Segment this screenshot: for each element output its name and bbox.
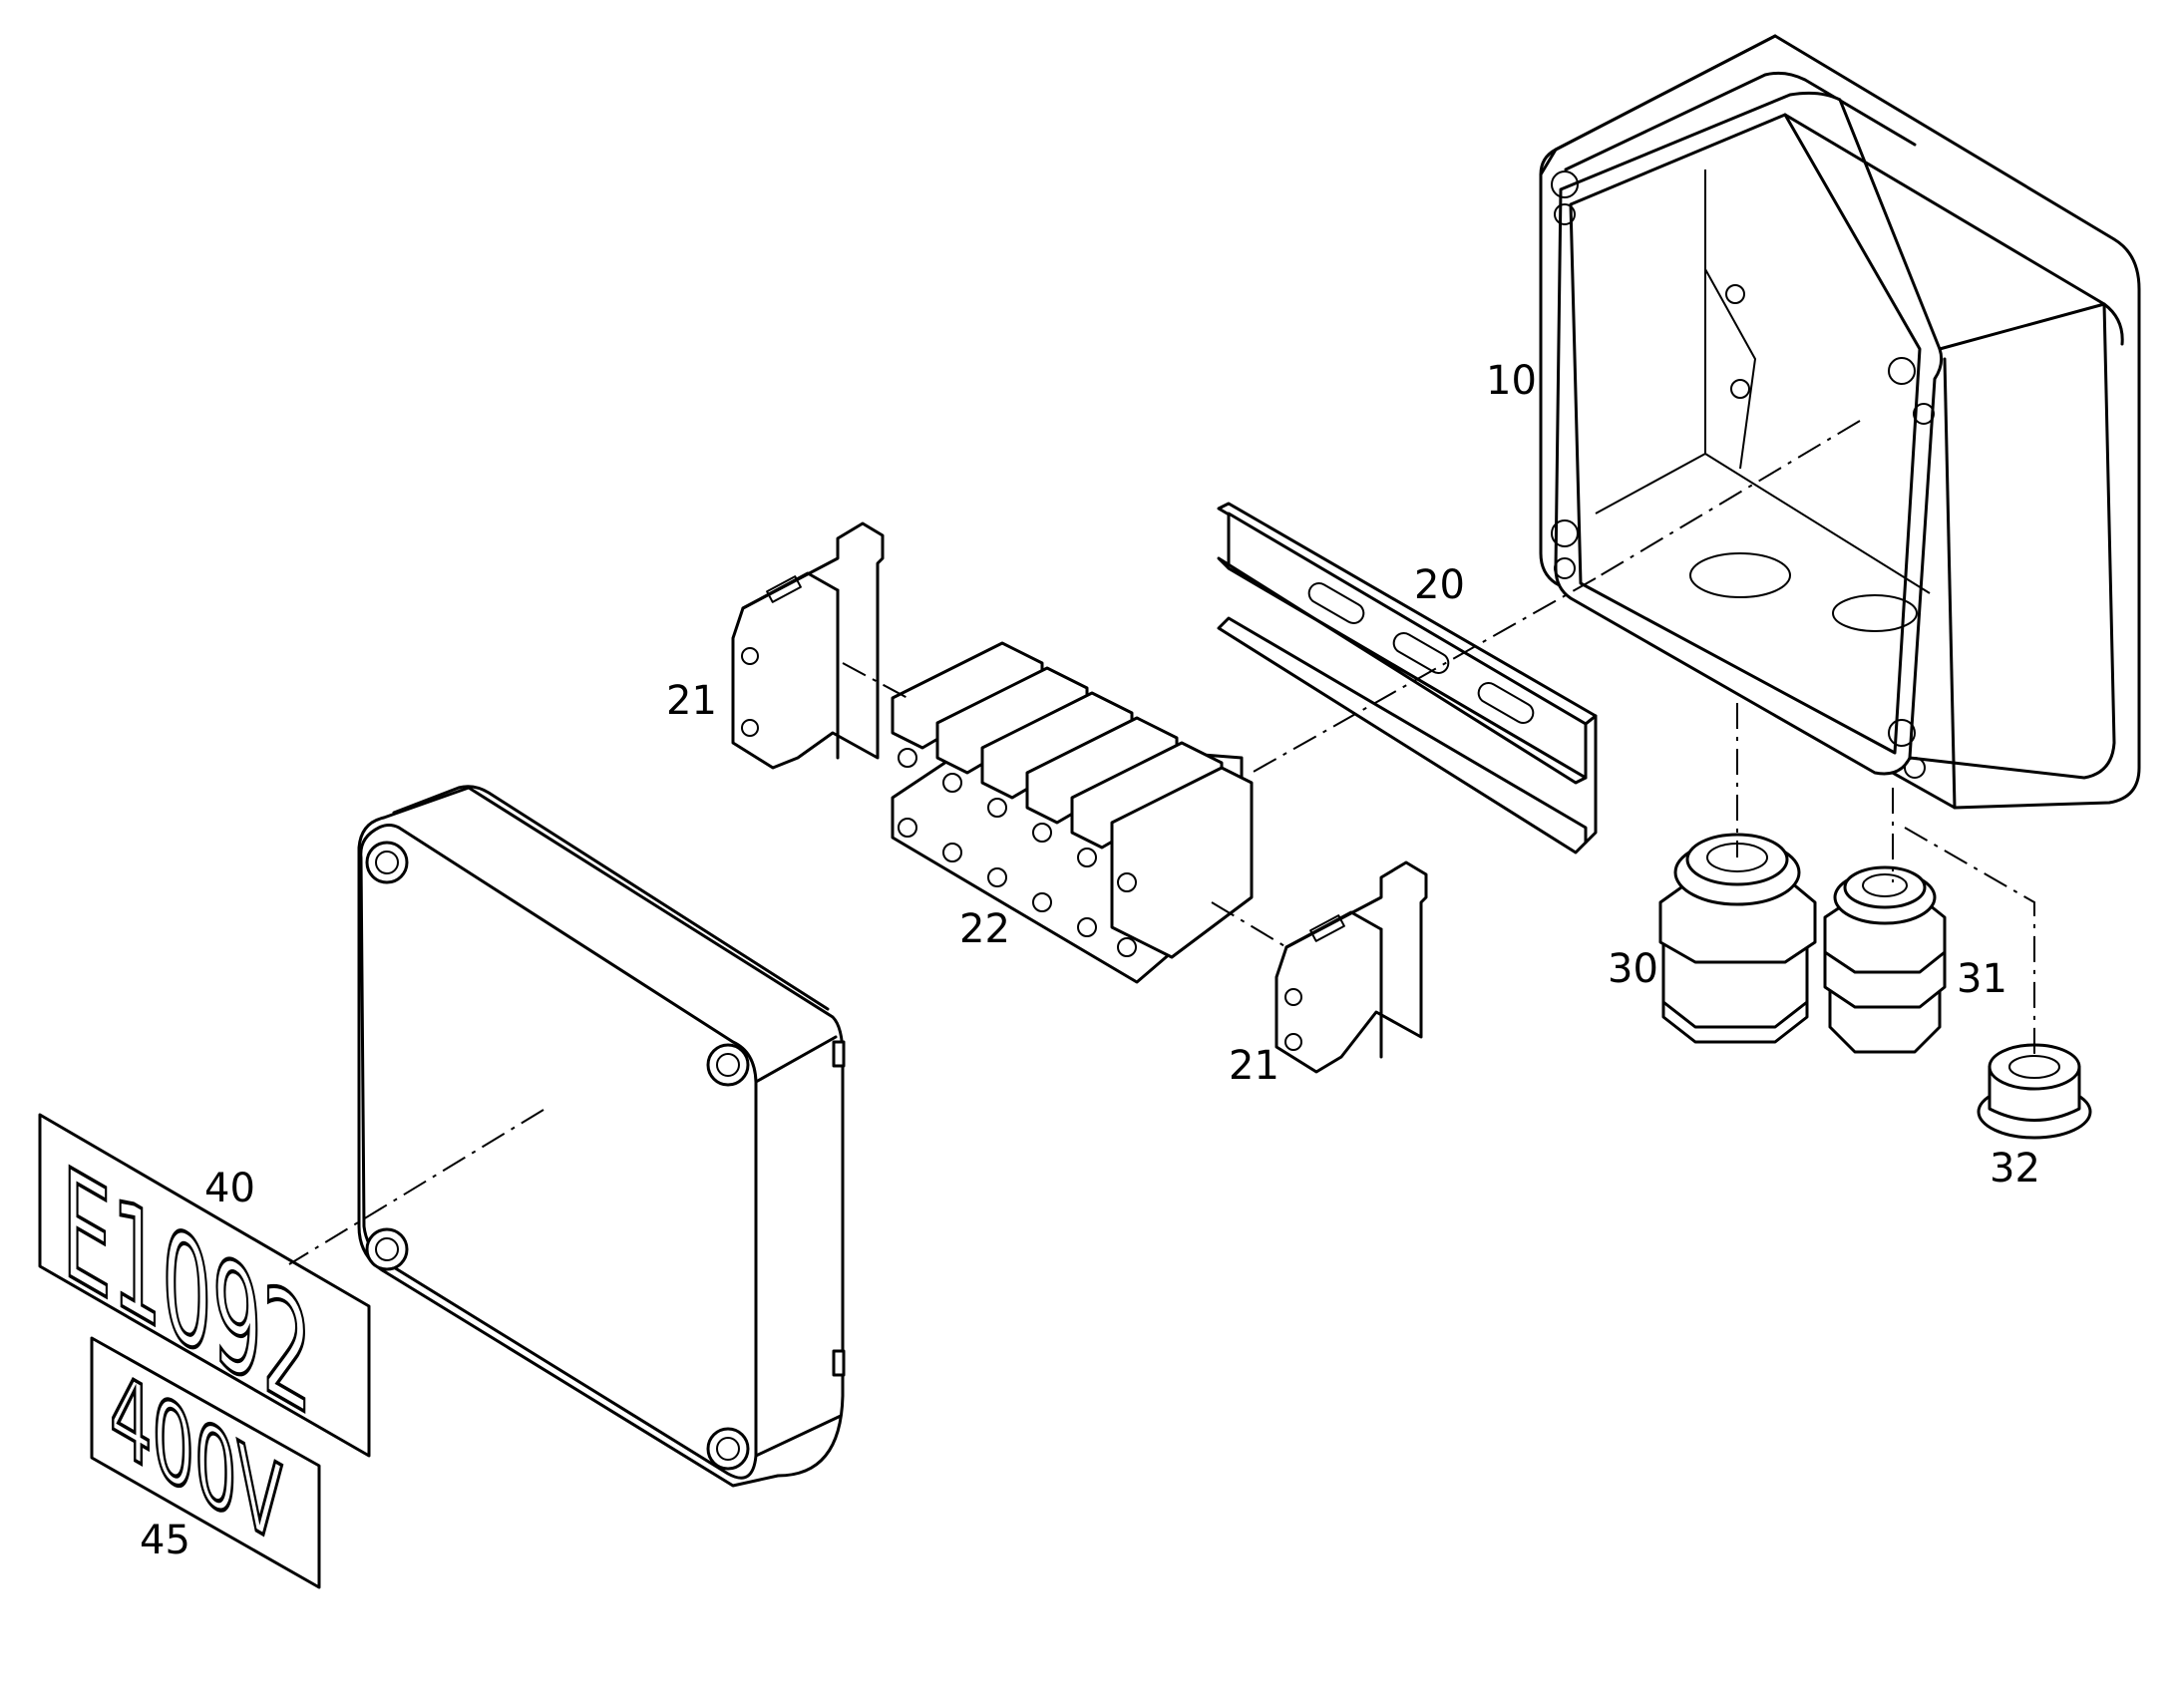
callout-21-bottom: 21 — [1229, 1043, 1279, 1089]
terminal-block-stack — [891, 641, 1254, 984]
callout-30: 30 — [1608, 946, 1658, 992]
assembly-centre-lines — [288, 420, 2035, 1265]
cable-gland-large — [1658, 833, 1817, 1044]
enclosure-lid — [357, 785, 846, 1488]
callout-32: 32 — [1990, 1146, 2040, 1192]
callout-40: 40 — [204, 1166, 255, 1211]
end-clamp-bottom — [1274, 860, 1428, 1074]
callout-10: 10 — [1486, 358, 1537, 404]
cable-gland-small — [1823, 865, 1947, 1054]
callout-21-top: 21 — [666, 678, 717, 724]
callout-31: 31 — [1957, 956, 2007, 1002]
end-clamp-top — [731, 521, 885, 770]
blanking-plug — [1977, 1043, 2092, 1140]
enclosure-box — [1539, 34, 2141, 810]
callout-45: 45 — [140, 1518, 190, 1563]
din-rail — [1217, 502, 1598, 854]
callout-22: 22 — [959, 906, 1010, 952]
callout-20: 20 — [1414, 562, 1465, 608]
